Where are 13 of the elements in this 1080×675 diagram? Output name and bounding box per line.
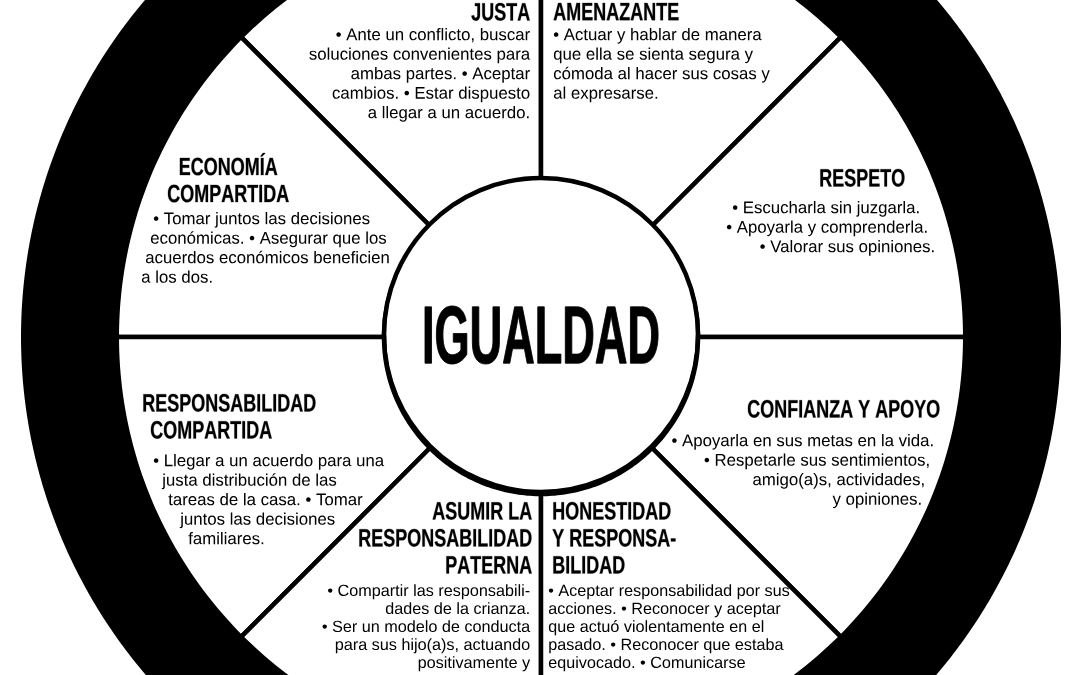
segment-text: • Ante un conflicto, buscar soluciones convenientes para ambas partes. • Aceptar cambios. • Estar dispuesto a llegar a un acuerdo. xyxy=(309,28,531,122)
segment-heading: ECONOMÍA COMPARTIDA xyxy=(167,152,289,203)
segment-heading: ASUMIR LA RESPONSABILIDAD PATERNA xyxy=(359,501,532,574)
segment-heading: JUSTA xyxy=(471,2,530,21)
segment-text: • Compartir las responsabili- dades de la crianza. • Ser un modelo de conducta para sus hijo(a)s, actuando positivamente y xyxy=(322,584,531,672)
segment-heading: RESPONSABILIDAD COMPARTIDA xyxy=(143,393,316,439)
segment-text: • Actuar y hablar de manera que ella se sienta segura y cómoda al hacer sus cosas y al expresarse. xyxy=(553,28,770,103)
segment-heading: RESPETO xyxy=(820,168,905,187)
segment-text: • Aceptar responsabilidad por sus acciones. • Reconocer y aceptar que actuó violentamente en el pasado. • Reconocer que estaba equivocado. • Comunicarse xyxy=(548,584,790,672)
segment-heading: CONFIANZA Y APOYO xyxy=(747,399,940,418)
segment-heading: HONESTIDAD Y RESPONSA- BILIDAD xyxy=(552,501,676,574)
segment-text: • Escucharla sin juzgarla. • Apoyarla y comprenderla. • Valorar sus opiniones. xyxy=(726,201,934,256)
segment-heading: AMENAZANTE xyxy=(553,2,679,21)
